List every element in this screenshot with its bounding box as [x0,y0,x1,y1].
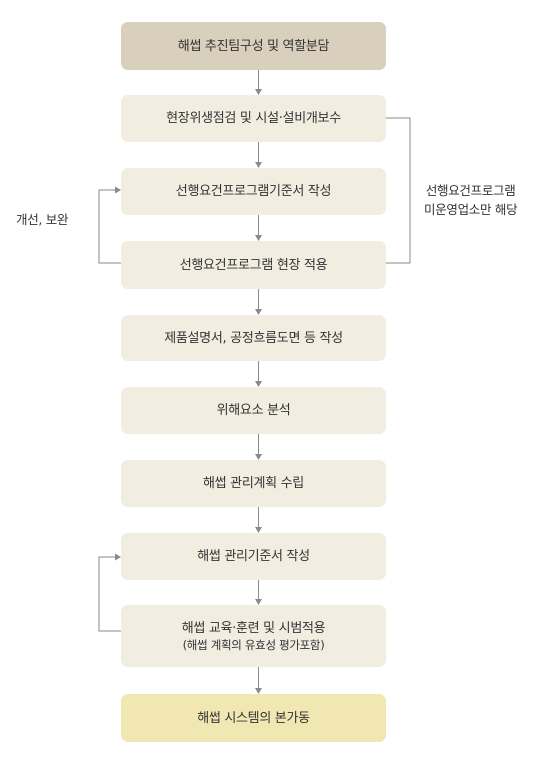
feedback-loop-label: 개선, 보완 [16,212,69,227]
step-product-description: 제품설명서, 공정흐름도면 등 작성 [121,315,386,361]
step-team-formation: 해썹 추진팀구성 및 역할분담 [121,22,386,70]
step-label: 선행요건프로그램기준서 작성 [175,184,332,199]
step-label: 선행요건프로그램 현장 적용 [179,257,328,273]
step-sublabel: (해썹 계획의 유효성 평가포함) [182,637,325,652]
step-hazard-analysis: 위해요소 분석 [121,387,386,434]
step-label: 해썹 관리계획 수립 [203,476,304,491]
step-training-trial: 해썹 교육·훈련 및 시범적용 (해썹 계획의 유효성 평가포함) [121,605,386,667]
step-label: 현장위생점검 및 시설·설비개보수 [166,111,341,126]
step-label: 제품설명서, 공정흐름도면 등 작성 [164,330,343,346]
bypass-note-line2: 미운영업소만 해당 [424,202,518,217]
step-management-standard: 해썹 관리기준서 작성 [121,533,386,580]
step-label: 해썹 시스템의 본가동 [197,710,310,726]
step-label: 위해요소 분석 [216,403,291,418]
step-full-operation: 해썹 시스템의 본가동 [121,694,386,742]
bypass-note-line1: 선행요건프로그램 [425,183,516,198]
step-label: 해썹 추진팀구성 및 역할분담 [177,38,330,54]
step-prerequisite-apply: 선행요건프로그램 현장 적용 [121,241,386,289]
step-management-plan: 해썹 관리계획 수립 [121,460,386,507]
step-label: 해썹 교육·훈련 및 시범적용 [181,620,326,636]
step-label: 해썹 관리기준서 작성 [197,549,310,564]
bypass-note-label: 선행요건프로그램 미운영업소만 해당 [424,181,518,219]
step-prerequisite-document: 선행요건프로그램기준서 작성 [121,168,386,215]
step-site-inspection: 현장위생점검 및 시설·설비개보수 [121,95,386,142]
